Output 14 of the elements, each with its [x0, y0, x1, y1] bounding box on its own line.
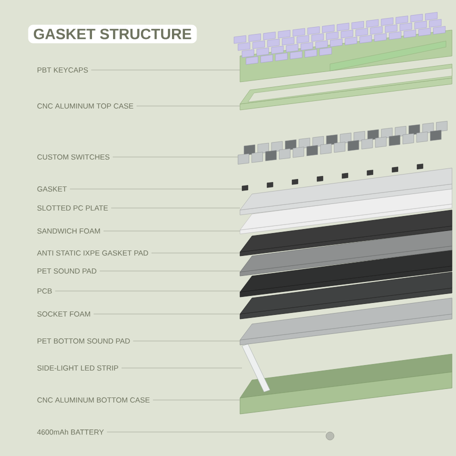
layer-drawing: [240, 188, 452, 234]
battery-drawing: [326, 432, 334, 440]
led-strip-drawing: [242, 344, 270, 392]
switches-drawing: [238, 120, 448, 164]
layer-drawing: [240, 298, 452, 346]
layer-drawing: [240, 272, 452, 320]
layer-drawing: [240, 168, 452, 216]
keycaps-drawing: [234, 12, 452, 82]
layer-drawing: [240, 210, 452, 256]
layer-drawing: [240, 354, 452, 414]
layer-drawing: [240, 250, 452, 298]
layer-drawing: [242, 164, 424, 191]
title-box: GASKET STRUCTURE: [28, 24, 197, 44]
layer-drawing: [240, 230, 452, 276]
